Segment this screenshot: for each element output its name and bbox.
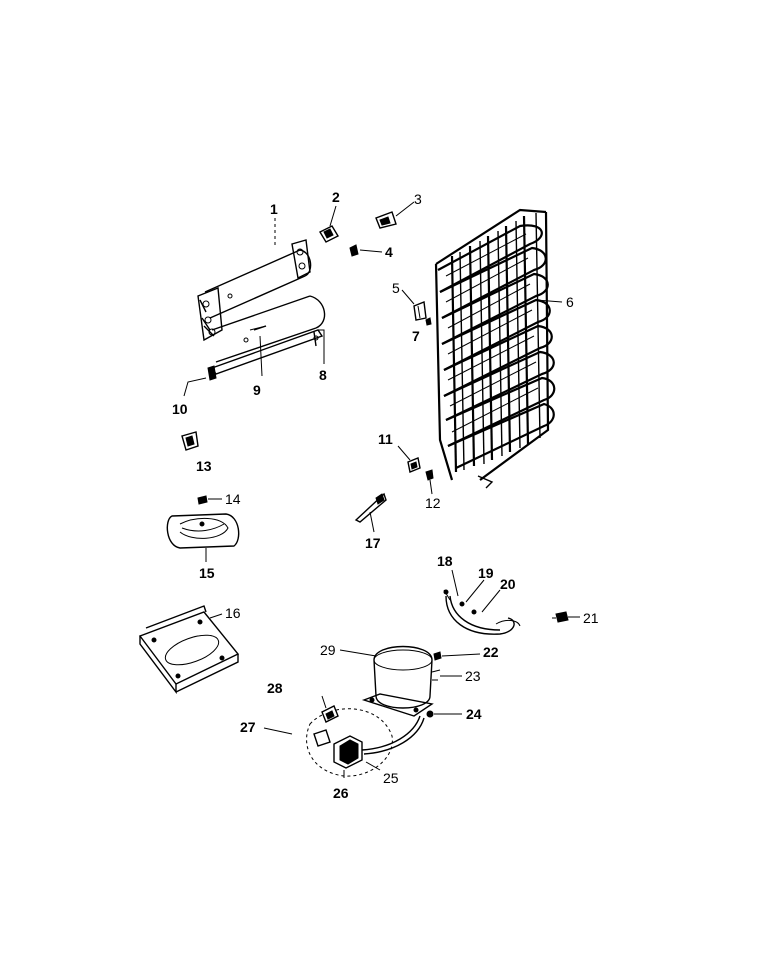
label-21: 21 (583, 610, 599, 626)
label-16: 16 (225, 605, 241, 621)
grommet-part-11 (407, 457, 421, 473)
label-8: 8 (319, 367, 327, 383)
label-19: 19 (478, 565, 494, 581)
label-4: 4 (385, 244, 393, 260)
label-14: 14 (225, 491, 241, 507)
label-22: 22 (483, 644, 499, 660)
label-13: 13 (196, 458, 212, 474)
bracket-part-3 (375, 211, 397, 229)
label-7: 7 (412, 328, 420, 344)
label-2: 2 (332, 189, 340, 205)
compressor (361, 645, 441, 717)
condenser-coil (434, 208, 556, 489)
label-11: 11 (378, 431, 393, 447)
mounting-bracket (138, 605, 240, 695)
label-9: 9 (253, 382, 261, 398)
label-28: 28 (267, 680, 283, 696)
fitting-part-22 (433, 651, 442, 661)
label-23: 23 (465, 668, 481, 684)
drain-part-10 (207, 365, 217, 381)
label-26: 26 (333, 785, 349, 801)
bracket-part-17 (354, 492, 387, 523)
plug-part-21 (552, 611, 569, 623)
label-29: 29 (320, 642, 336, 658)
screw-part-12 (425, 469, 434, 481)
drain-pan (166, 513, 240, 549)
grommet-part-24 (426, 710, 434, 718)
relay-assembly (306, 705, 425, 777)
screw-part-14 (197, 495, 208, 505)
clip-part-13 (181, 431, 199, 451)
label-5: 5 (392, 280, 400, 296)
clamp-part-5 (413, 301, 432, 326)
label-27: 27 (240, 719, 256, 735)
label-12: 12 (425, 495, 441, 511)
wiring-harness (443, 589, 521, 635)
label-3: 3 (414, 191, 422, 207)
clip-part-2 (319, 225, 339, 243)
label-25: 25 (383, 770, 399, 786)
label-10: 10 (172, 401, 188, 417)
label-6: 6 (566, 294, 574, 310)
label-24: 24 (466, 706, 482, 722)
label-18: 18 (437, 553, 453, 569)
label-15: 15 (199, 565, 215, 581)
label-20: 20 (500, 576, 516, 592)
tube-part-8 (313, 331, 319, 347)
label-17: 17 (365, 535, 381, 551)
label-1: 1 (270, 201, 278, 217)
clip-part-4 (349, 244, 359, 257)
heater-part-9 (253, 325, 267, 331)
